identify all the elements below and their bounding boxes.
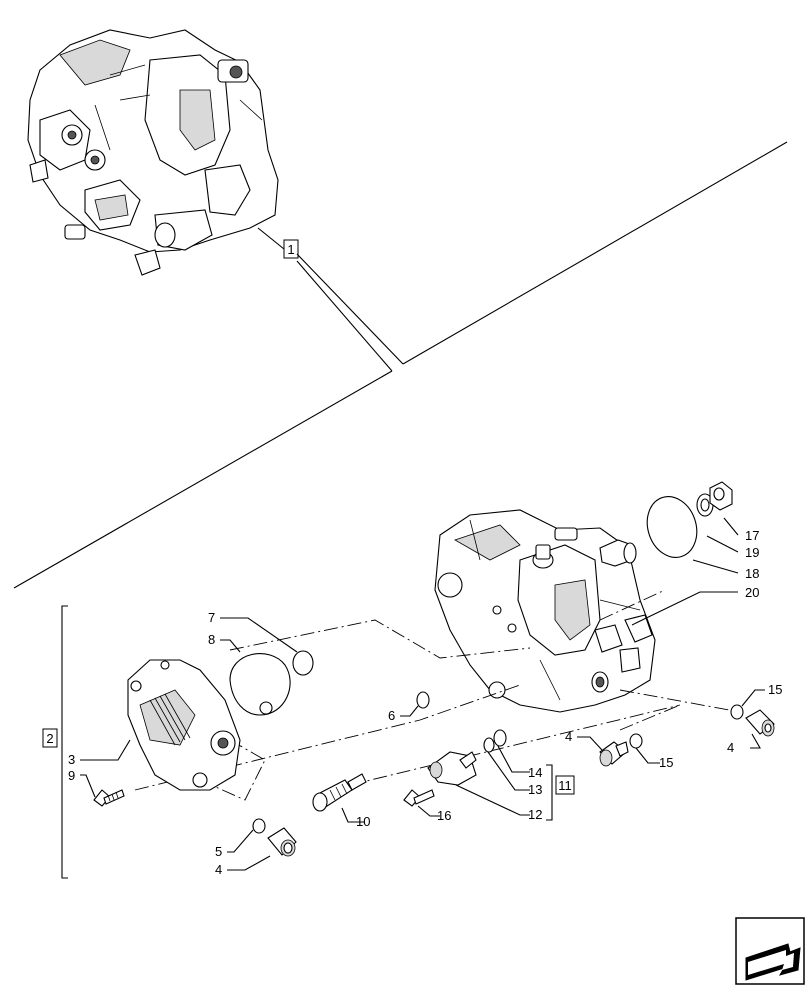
- assembled-pump-illustration: [27, 29, 279, 276]
- callout-19: 19: [745, 545, 759, 560]
- svg-text:2: 2: [46, 731, 53, 746]
- separator-line-lower: [13, 370, 393, 589]
- pump-cover-illustration: [127, 659, 241, 791]
- bracket-group-2: [61, 605, 68, 879]
- screw-16: [403, 789, 435, 807]
- arrow-navigation-icon[interactable]: [735, 917, 805, 985]
- callout-11: 11: [555, 775, 575, 795]
- valve-10: [312, 773, 367, 812]
- seal-ring-5: [252, 818, 266, 834]
- seal-ring-6: [416, 691, 430, 709]
- o-ring-18: [646, 496, 698, 558]
- callout-8: 8: [208, 632, 215, 647]
- seal-ring-15-middle: [629, 733, 643, 749]
- callout-14: 14: [528, 765, 542, 780]
- callout-7: 7: [208, 610, 215, 625]
- callout-6: 6: [388, 708, 395, 723]
- callout-4b: 4: [565, 729, 572, 744]
- o-ring-13: [483, 737, 495, 753]
- callout-9: 9: [68, 768, 75, 783]
- seal-ring-15-right: [730, 704, 744, 720]
- callout-3: 3: [68, 752, 75, 767]
- callout-2: 2: [42, 728, 58, 748]
- callout-15b: 15: [768, 682, 782, 697]
- callout-4a: 4: [215, 862, 222, 877]
- callout-4c: 4: [727, 740, 734, 755]
- plug-4-left: [267, 827, 297, 857]
- callout-18: 18: [745, 566, 759, 581]
- o-ring-8: [229, 653, 291, 716]
- callout-13: 13: [528, 782, 542, 797]
- plug-4-middle: [599, 741, 629, 767]
- callout-16: 16: [437, 808, 451, 823]
- pump-body-illustration: [434, 509, 656, 713]
- o-ring-7: [292, 650, 314, 676]
- svg-text:11: 11: [558, 778, 572, 793]
- callout-5: 5: [215, 844, 222, 859]
- sensor-12: [427, 751, 477, 786]
- callout-1: 1: [283, 239, 299, 259]
- bolt-9: [93, 789, 125, 807]
- callout-10: 10: [356, 814, 370, 829]
- o-ring-14: [493, 729, 507, 747]
- callout-17: 17: [745, 528, 759, 543]
- svg-text:1: 1: [287, 242, 294, 257]
- callout-15a: 15: [659, 755, 673, 770]
- callout-20: 20: [745, 585, 759, 600]
- callout-12: 12: [528, 807, 542, 822]
- separator-line-upper: [402, 141, 788, 365]
- plug-4-right: [745, 709, 775, 737]
